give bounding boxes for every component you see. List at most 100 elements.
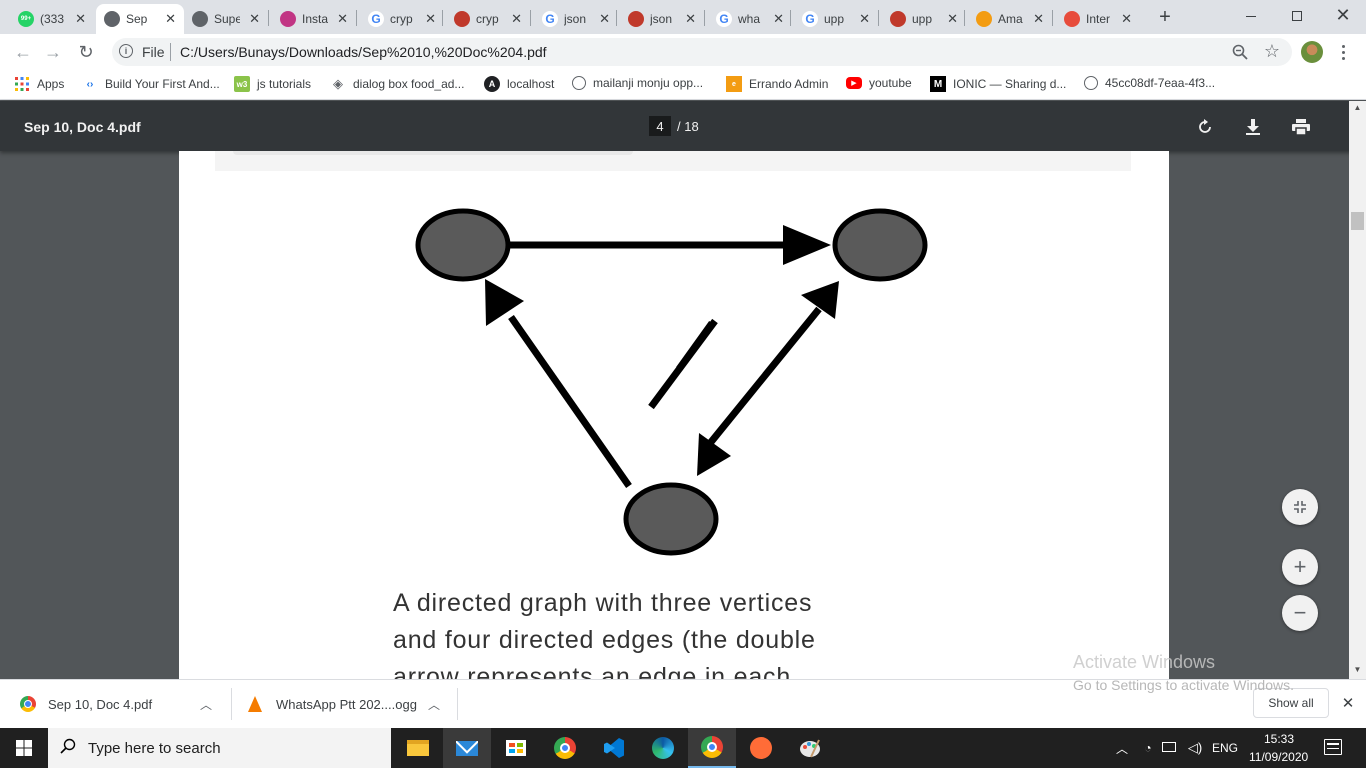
tab-close-icon[interactable]: ✕ xyxy=(947,11,958,26)
bookmark-js-tutorials[interactable]: w3 js tutorials xyxy=(234,76,311,92)
notifications-icon[interactable] xyxy=(1324,739,1342,755)
bookmark-star-icon[interactable]: ☆ xyxy=(1263,40,1281,61)
bookmark-build-first-android[interactable]: ‹› Build Your First And... xyxy=(82,76,220,92)
bookmark-mailanji[interactable]: mailanji monju opp... xyxy=(572,76,703,90)
mail-icon[interactable] xyxy=(443,728,491,768)
browser-tab[interactable]: Sep✕ xyxy=(96,4,184,34)
scrollbar-thumb[interactable] xyxy=(1351,212,1364,230)
tab-close-icon[interactable]: ✕ xyxy=(859,11,870,26)
bookmark-dialog-box[interactable]: ◈ dialog box food_ad... xyxy=(330,76,464,92)
vertex-c xyxy=(623,482,719,556)
clock-date[interactable]: 11/09/2020 xyxy=(1249,750,1309,764)
zoom-in-button[interactable]: + xyxy=(1282,549,1318,585)
browser-tab[interactable]: 99+(333✕ xyxy=(10,4,94,34)
tab-favicon-icon: G xyxy=(802,11,818,27)
vertex-b xyxy=(832,208,928,282)
tray-chevron-up-icon[interactable]: ︿ xyxy=(1115,741,1128,756)
zoom-out-button[interactable]: − xyxy=(1282,595,1318,631)
tab-close-icon[interactable]: ✕ xyxy=(249,11,260,26)
close-downloads-icon[interactable]: ✕ xyxy=(1341,695,1355,712)
bookmark-youtube[interactable]: ▶ youtube xyxy=(846,76,912,90)
edge-icon[interactable] xyxy=(639,728,687,768)
tab-title: Insta xyxy=(302,12,328,26)
tab-separator xyxy=(356,10,357,26)
tab-close-icon[interactable]: ✕ xyxy=(165,11,176,26)
directed-graph-figure xyxy=(415,208,928,556)
zoom-icon[interactable] xyxy=(1230,42,1250,62)
tab-close-icon[interactable]: ✕ xyxy=(425,11,436,26)
rotate-icon[interactable] xyxy=(1194,116,1216,138)
url-text[interactable]: C:/Users/Bunays/Downloads/Sep%2010,%20Do… xyxy=(180,44,547,60)
taskbar-search-box[interactable]: Type here to search xyxy=(48,728,391,768)
tab-close-icon[interactable]: ✕ xyxy=(599,11,610,26)
tab-close-icon[interactable]: ✕ xyxy=(1121,11,1132,26)
download-item-ogg[interactable]: WhatsApp Ptt 202....ogg ︿ xyxy=(232,680,457,728)
bookmark-45cc08df[interactable]: 45cc08df-7eaa-4f3... xyxy=(1084,76,1215,90)
show-all-button[interactable]: Show all xyxy=(1253,688,1329,718)
download-icon[interactable] xyxy=(1242,116,1264,138)
forward-button[interactable]: → xyxy=(44,41,62,62)
print-icon[interactable] xyxy=(1290,116,1312,138)
vscode-icon[interactable] xyxy=(590,728,638,768)
pdf-title: Sep 10, Doc 4.pdf xyxy=(24,119,141,135)
pdf-toolbar xyxy=(0,101,1366,151)
close-window-button[interactable]: ✕ xyxy=(1335,4,1351,25)
volume-icon[interactable]: ◁) xyxy=(1187,740,1203,755)
scrollbar-track[interactable] xyxy=(1349,101,1366,679)
bookmark-errando-admin[interactable]: e Errando Admin xyxy=(726,76,828,92)
activation-watermark-subtitle: Go to Settings to activate Windows. xyxy=(1073,677,1294,693)
back-button[interactable]: ← xyxy=(14,41,32,62)
bookmark-label: Build Your First And... xyxy=(105,77,220,91)
tab-close-icon[interactable]: ✕ xyxy=(511,11,522,26)
new-tab-button[interactable]: + xyxy=(1159,5,1171,28)
clock-time[interactable]: 15:33 xyxy=(1264,732,1295,746)
browser-tab[interactable]: Inter✕ xyxy=(1056,4,1140,34)
tab-close-icon[interactable]: ✕ xyxy=(1033,11,1044,26)
browser-tab[interactable]: Insta ✕ xyxy=(272,4,356,34)
fit-page-button[interactable] xyxy=(1282,489,1318,525)
info-icon[interactable]: i xyxy=(119,44,133,58)
bookmark-ionic[interactable]: M IONIC — Sharing d... xyxy=(930,76,1066,92)
chrome-active-icon[interactable] xyxy=(688,728,736,768)
address-separator xyxy=(170,43,171,61)
tab-close-icon[interactable]: ✕ xyxy=(337,11,348,26)
browser-tab[interactable]: json✕ xyxy=(620,4,704,34)
browser-tab[interactable]: Supe✕ xyxy=(184,4,268,34)
network-icon[interactable]: ◔ xyxy=(1144,741,1152,755)
paint-icon[interactable] xyxy=(786,728,834,768)
address-bar[interactable] xyxy=(112,38,1292,66)
bookmark-localhost[interactable]: A localhost xyxy=(484,76,554,92)
language-indicator[interactable]: ENG xyxy=(1212,741,1239,755)
chevron-up-icon[interactable]: ︿ xyxy=(200,697,213,712)
browser-tab[interactable]: Ama✕ xyxy=(968,4,1052,34)
restore-button[interactable] xyxy=(1286,6,1308,26)
bookmark-label: dialog box food_ad... xyxy=(353,77,465,91)
download-item-pdf[interactable]: Sep 10, Doc 4.pdf ︿ xyxy=(0,680,230,728)
reload-button[interactable]: ↻ xyxy=(78,41,94,62)
scroll-up-arrow[interactable]: ▲ xyxy=(1353,103,1362,112)
tab-close-icon[interactable]: ✕ xyxy=(773,11,784,26)
battery-icon[interactable] xyxy=(1162,742,1176,752)
tab-title: (333 xyxy=(40,12,65,26)
scroll-down-arrow[interactable]: ▼ xyxy=(1353,665,1362,674)
chevron-up-icon[interactable]: ︿ xyxy=(428,697,441,712)
postman-icon[interactable] xyxy=(737,728,785,768)
bookmark-apps[interactable]: Apps xyxy=(14,76,64,92)
page-number-input[interactable]: 4 xyxy=(649,116,671,136)
more-menu-icon[interactable] xyxy=(1338,40,1348,64)
windows-start-icon[interactable] xyxy=(0,728,48,768)
profile-avatar[interactable] xyxy=(1301,41,1323,63)
browser-tab[interactable]: upp✕ xyxy=(882,4,966,34)
minimize-button[interactable] xyxy=(1240,6,1262,26)
file-explorer-icon[interactable] xyxy=(394,728,442,768)
browser-tab[interactable]: cryp✕ xyxy=(446,4,530,34)
tab-close-icon[interactable]: ✕ xyxy=(75,11,86,26)
store-icon[interactable] xyxy=(492,728,540,768)
chrome-taskbar-icon[interactable] xyxy=(541,728,589,768)
tab-close-icon[interactable]: ✕ xyxy=(685,11,696,26)
downloads-bar xyxy=(0,679,1366,728)
